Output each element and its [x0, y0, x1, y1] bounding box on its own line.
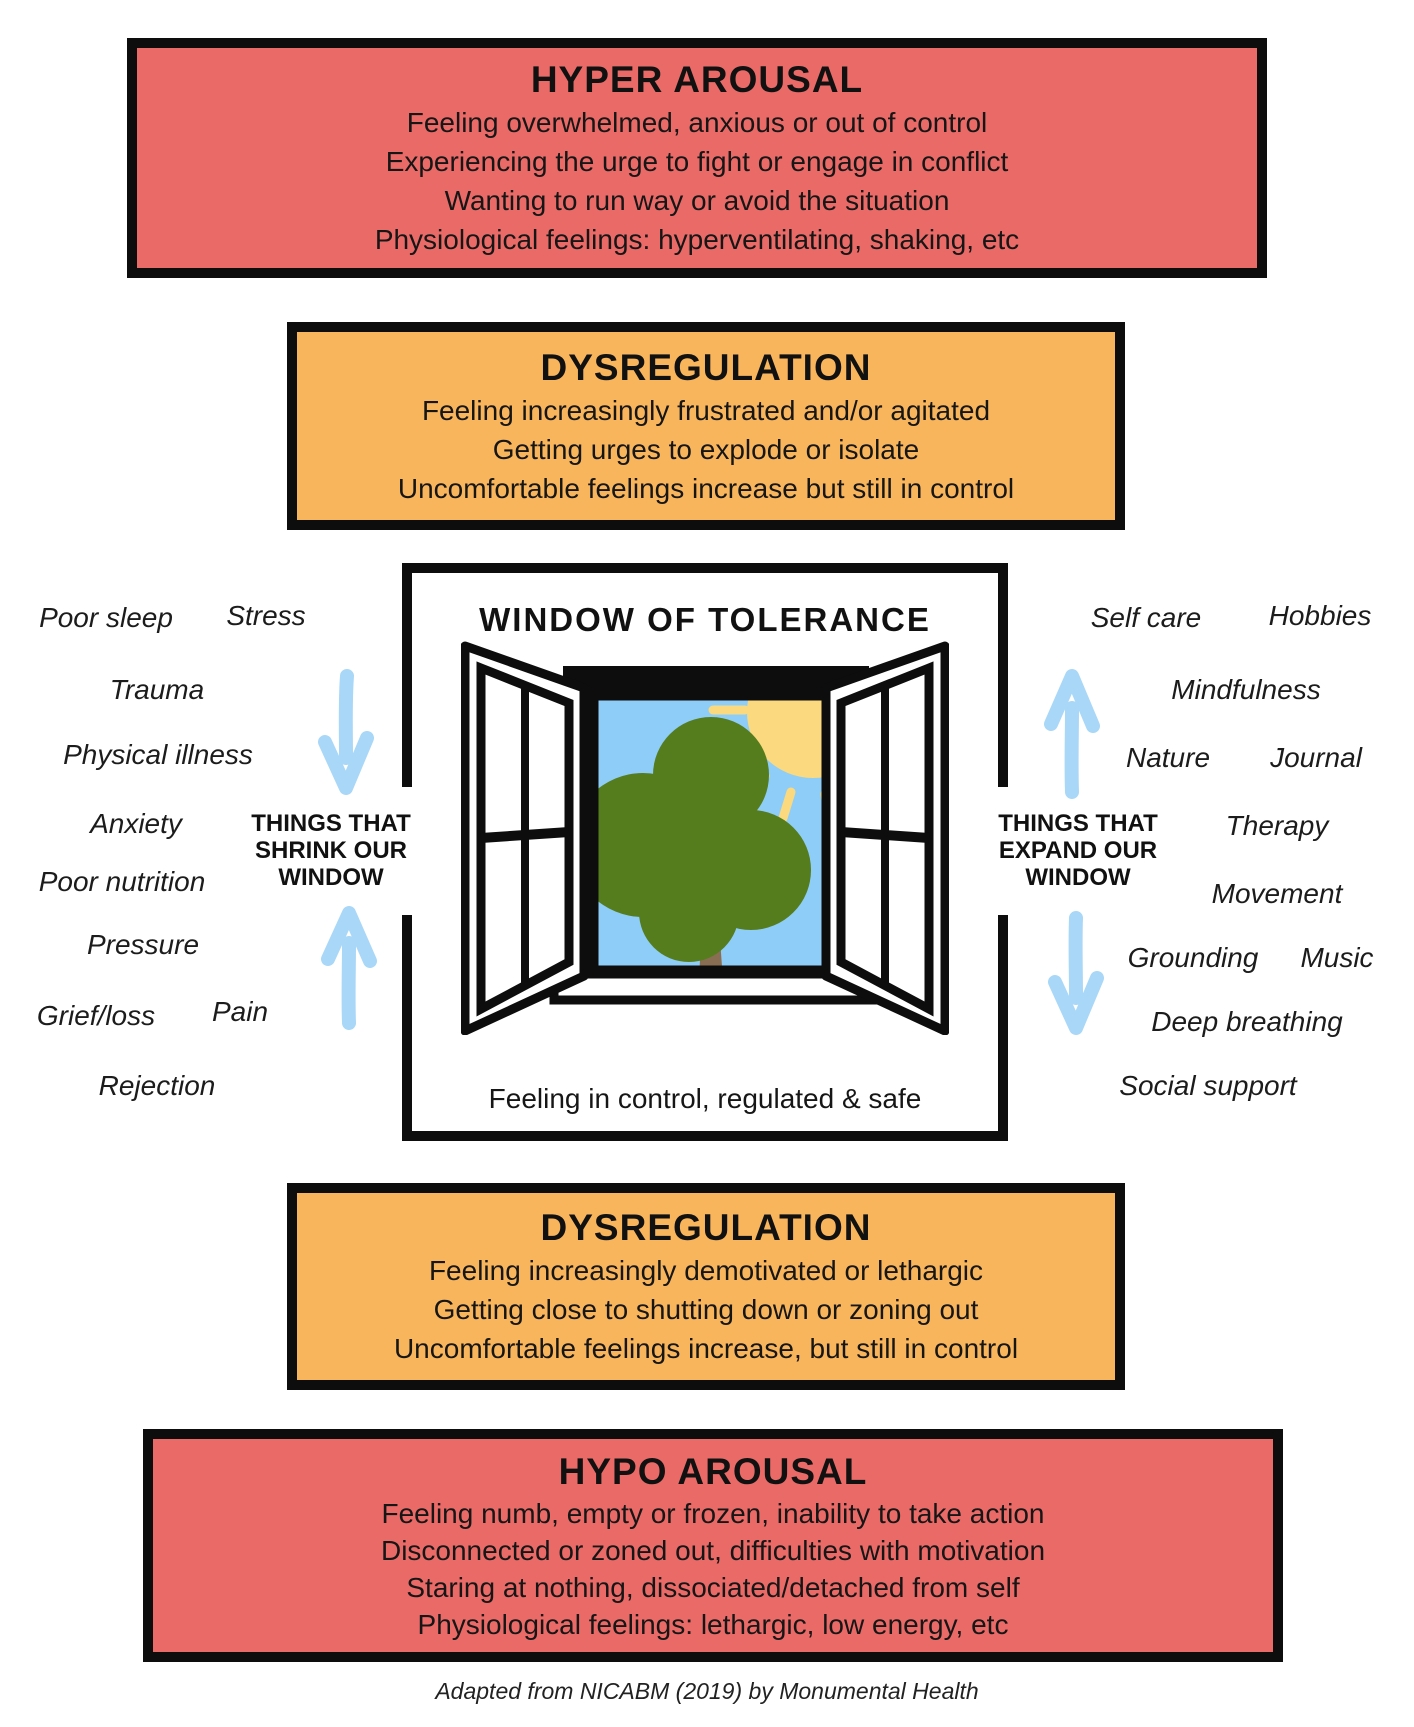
- expand-window-label: THINGS THAT EXPAND OUR WINDOW: [978, 806, 1178, 895]
- expand-label-line: EXPAND OUR: [998, 837, 1158, 864]
- shrink-label-line: SHRINK OUR: [254, 837, 407, 864]
- hypo-arousal-line: Feeling numb, empty or frozen, inability…: [381, 1497, 1045, 1529]
- expand-item: Grounding: [1127, 942, 1259, 973]
- left-open-pane: [461, 641, 589, 1035]
- expand-up-arrow-icon: [1044, 669, 1100, 799]
- window-lintel: [563, 666, 869, 686]
- hypo-arousal-line: Disconnected or zoned out, difficulties …: [380, 1534, 1046, 1566]
- shrink-item: Trauma: [109, 674, 205, 705]
- open-window-illustration: [461, 641, 949, 1035]
- dysregulation-top-line: Getting urges to explode or isolate: [492, 433, 920, 465]
- tree-icon: [598, 717, 811, 966]
- shrink-item: Poor sleep: [39, 602, 173, 633]
- dysregulation-bottom-line: Feeling increasingly demotivated or leth…: [428, 1255, 984, 1286]
- dysregulation-bottom-title: DYSREGULATION: [540, 1207, 872, 1248]
- expand-label-line: THINGS THAT: [998, 810, 1158, 837]
- shrink-label-line: WINDOW: [278, 864, 384, 891]
- hyper-arousal-line: Experiencing the urge to fight or engage…: [385, 146, 1009, 177]
- window-caption: Feeling in control, regulated & safe: [488, 1083, 922, 1114]
- dysregulation-top-line: Uncomfortable feelings increase but stil…: [397, 472, 1015, 504]
- hypo-arousal-title: HYPO AROUSAL: [558, 1450, 868, 1492]
- shrink-label-line: THINGS THAT: [251, 810, 411, 837]
- expand-item: Mindfulness: [1171, 674, 1321, 705]
- dysregulation-top-line: Feeling increasingly frustrated and/or a…: [421, 394, 991, 426]
- hypo-arousal-panel: HYPO AROUSAL Feeling numb, empty or froz…: [143, 1429, 1283, 1662]
- dysregulation-top-title: DYSREGULATION: [540, 346, 872, 388]
- hyper-arousal-line: Feeling overwhelmed, anxious or out of c…: [406, 107, 988, 138]
- shrink-item: Pain: [211, 996, 269, 1027]
- shrink-item: Poor nutrition: [38, 866, 206, 897]
- shrink-item: Pressure: [86, 929, 200, 960]
- window-of-tolerance-panel: WINDOW OF TOLERANCE: [402, 563, 1008, 1141]
- right-open-pane: [821, 641, 949, 1035]
- shrink-down-arrow-icon: [318, 669, 374, 795]
- hyper-arousal-title: HYPER AROUSAL: [530, 59, 864, 100]
- expand-item: Nature: [1125, 742, 1211, 773]
- dysregulation-top-panel: DYSREGULATION Feeling increasingly frust…: [287, 322, 1125, 530]
- hyper-arousal-panel: HYPER AROUSAL Feeling overwhelmed, anxio…: [127, 38, 1267, 278]
- attribution-note: Adapted from NICABM (2019) by Monumental…: [435, 1678, 979, 1704]
- expand-label-line: WINDOW: [1025, 864, 1131, 891]
- expand-item: Movement: [1211, 878, 1343, 909]
- expand-item: Deep breathing: [1151, 1006, 1343, 1037]
- shrink-item: Physical illness: [63, 739, 253, 770]
- shrink-window-label: THINGS THAT SHRINK OUR WINDOW: [231, 806, 431, 895]
- hypo-arousal-line: Staring at nothing, dissociated/detached…: [406, 1571, 1020, 1603]
- shrink-item: Stress: [226, 600, 306, 631]
- hypo-arousal-line: Physiological feelings: lethargic, low e…: [417, 1608, 1009, 1640]
- window-of-tolerance-title: WINDOW OF TOLERANCE: [479, 601, 931, 638]
- shrink-up-arrow-icon: [321, 906, 377, 1030]
- dysregulation-bottom-line: Uncomfortable feelings increase, but sti…: [393, 1333, 1019, 1364]
- expand-item: Journal: [1270, 742, 1362, 773]
- expand-item: Music: [1300, 942, 1374, 973]
- shrink-item: Rejection: [98, 1070, 216, 1101]
- dysregulation-bottom-panel: DYSREGULATION Feeling increasingly demot…: [287, 1183, 1125, 1390]
- shrink-item: Anxiety: [90, 808, 182, 839]
- dysregulation-bottom-line: Getting close to shutting down or zoning…: [433, 1294, 979, 1325]
- hyper-arousal-line: Wanting to run way or avoid the situatio…: [444, 185, 950, 216]
- shrink-item: Grief/loss: [36, 1000, 156, 1031]
- hyper-arousal-line: Physiological feelings: hyperventilating…: [374, 224, 1020, 255]
- expand-item: Self care: [1090, 602, 1202, 633]
- expand-item: Therapy: [1225, 810, 1329, 841]
- expand-down-arrow-icon: [1048, 911, 1104, 1035]
- expand-item: Social support: [1119, 1070, 1297, 1101]
- expand-item: Hobbies: [1268, 600, 1372, 631]
